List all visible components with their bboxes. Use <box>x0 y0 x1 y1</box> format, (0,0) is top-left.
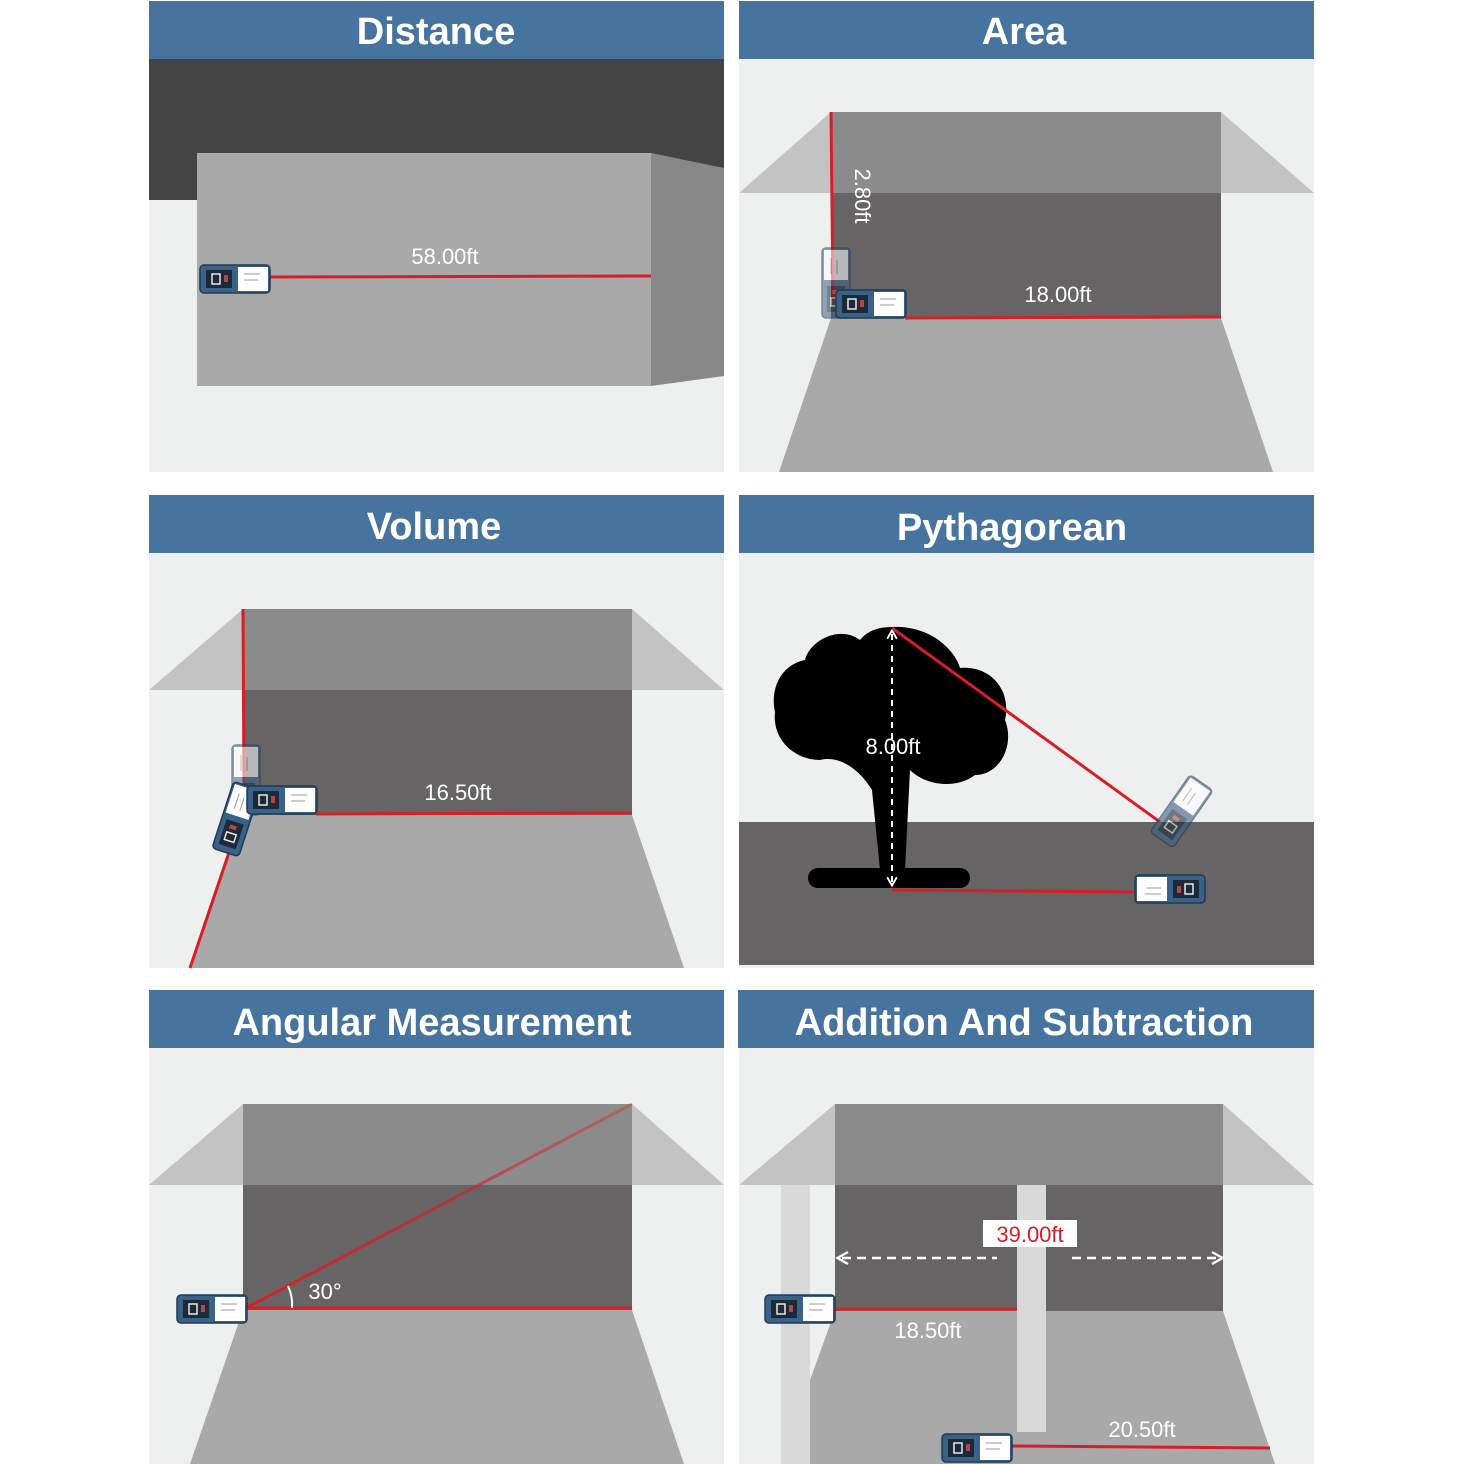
first-label: 18.50ft <box>894 1318 961 1343</box>
laser-distance-meter-icon <box>199 264 271 294</box>
laser-distance-meter-icon <box>1134 874 1206 904</box>
box-front <box>197 153 651 386</box>
header-bar <box>149 1 724 59</box>
panel-title: Addition And Subtraction <box>795 1002 1254 1044</box>
header-bar <box>149 990 724 1048</box>
header-bar <box>149 495 724 553</box>
height-label: 2.80ft <box>850 168 875 223</box>
panel-title: Area <box>982 11 1067 53</box>
header-bar <box>739 495 1314 553</box>
panel-volume: 16.50ft Volume <box>149 495 724 969</box>
panel-addition-subtraction: 39.00ft 18.50ft 20.50ft Addition And Sub… <box>738 990 1314 1464</box>
header-bar <box>738 990 1314 1048</box>
laser-line-second <box>1011 1444 1271 1450</box>
laser-line-base <box>891 888 1136 894</box>
second-label: 20.50ft <box>1108 1417 1175 1442</box>
panel-title: Pythagorean <box>897 507 1127 549</box>
laser-line-horizontal <box>904 315 1222 320</box>
laser-line-horizontal <box>315 811 633 816</box>
total-label: 39.00ft <box>996 1222 1063 1247</box>
laser-distance-meter-icon <box>764 1294 836 1324</box>
box-side <box>651 153 724 386</box>
panel-angular-measurement: 30° Angular Measurement <box>149 990 724 1464</box>
angle-arc <box>287 1285 294 1309</box>
laser-line <box>269 274 652 279</box>
header-bar <box>739 1 1314 59</box>
ground <box>739 822 1314 965</box>
pillar <box>781 1185 810 1464</box>
panel-area: 2.80ft 18.00ft Area <box>739 1 1314 472</box>
volume-label: 16.50ft <box>424 780 491 805</box>
laser-distance-meter-icon <box>941 1433 1013 1463</box>
angle-label: 30° <box>308 1279 341 1304</box>
panel-title: Distance <box>357 11 515 53</box>
laser-line-angled <box>245 1102 633 1310</box>
width-label: 18.00ft <box>1024 282 1091 307</box>
panel-title: Angular Measurement <box>232 1002 631 1044</box>
panel-title: Volume <box>367 506 501 548</box>
height-label: 8.00ft <box>865 734 920 759</box>
laser-distance-meter-icon <box>176 1294 248 1324</box>
laser-distance-meter-icon <box>835 289 907 319</box>
laser-line-hypotenuse <box>891 626 1161 824</box>
panel-distance: 58.00ft Distance <box>149 1 724 472</box>
distance-label: 58.00ft <box>411 244 478 269</box>
laser-distance-meter-icon <box>246 785 318 815</box>
total-label-box <box>983 1220 1077 1247</box>
panel-pythagorean: 8.00ft Pythagorean <box>739 495 1314 968</box>
